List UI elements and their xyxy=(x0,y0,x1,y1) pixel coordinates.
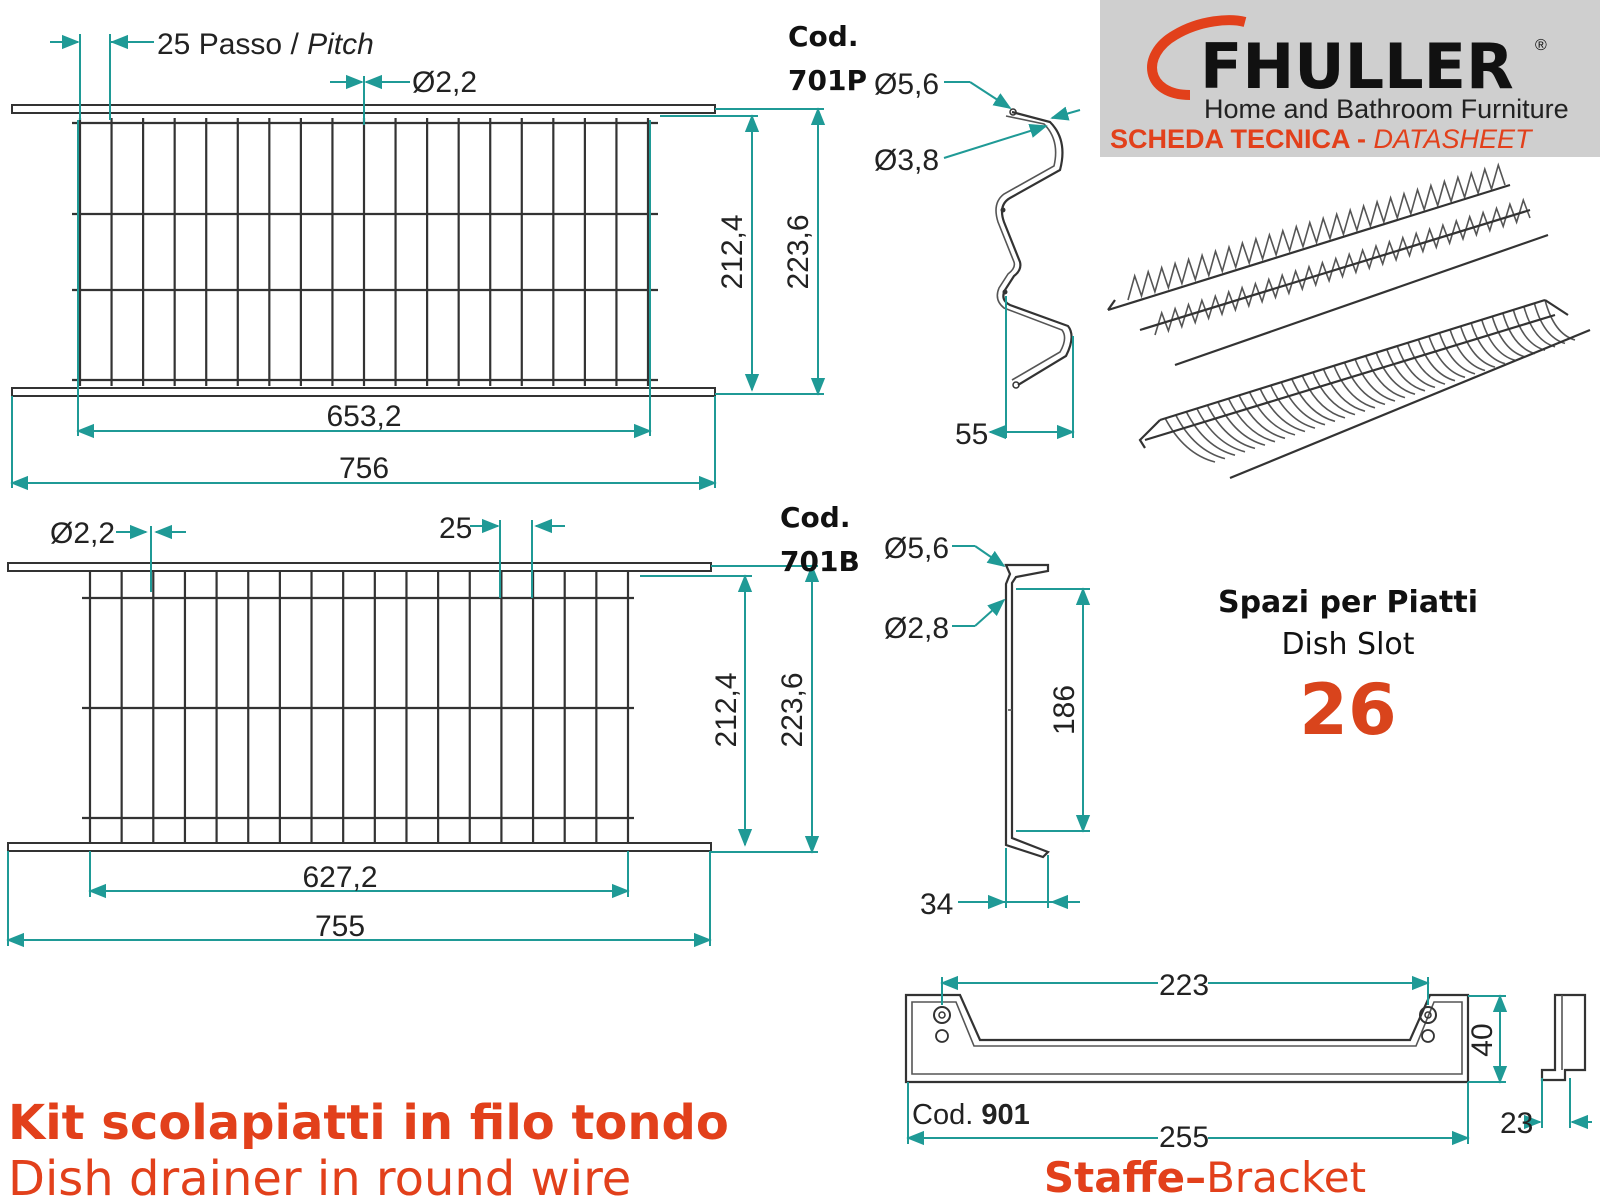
rack-701b-total-height: 223,6 xyxy=(776,672,809,747)
product-title-italian: Kit scolapiatti in filo tondo xyxy=(8,1095,729,1151)
dish-slots-value: 26 xyxy=(1299,669,1396,751)
iso-tray-slat xyxy=(1269,384,1316,429)
rack-701b-code: 701B xyxy=(780,545,860,578)
iso-tray-slat xyxy=(1164,417,1216,463)
bracket-title: Staffe–Bracket xyxy=(1044,1153,1366,1200)
iso-tray-slat xyxy=(1217,401,1266,446)
rack-701p-inner-width: 653,2 xyxy=(326,400,401,433)
rack-701p-pitch: 25 Passo / Pitch xyxy=(157,28,374,61)
iso-tray-slat xyxy=(1206,404,1256,450)
profile-701b-inner-diameter: Ø2,8 xyxy=(884,612,949,645)
profile-701p-drawing: 55 Ø5,6 Ø3,8 xyxy=(874,68,1081,451)
rack-701b-pitch: 25 xyxy=(439,512,472,545)
rack-701p-inner-height: 212,4 xyxy=(716,214,749,289)
iso-tray-slat xyxy=(1428,335,1466,379)
product-title-english: Dish drainer in round wire xyxy=(8,1151,631,1200)
rack-701p-vertical-wires xyxy=(78,118,650,386)
dish-slots-subtitle: Dish Slot xyxy=(1281,627,1414,662)
iso-tray-slat xyxy=(1354,358,1396,402)
iso-plate-rack-back xyxy=(1154,197,1531,336)
iso-tray-slat xyxy=(1248,391,1296,436)
profile-701p-depth: 55 xyxy=(955,418,988,451)
rack-701b-code-label: Cod. xyxy=(780,501,850,534)
dish-slots-title: Spazi per Piatti xyxy=(1218,585,1478,620)
iso-tray-slat xyxy=(1227,397,1276,443)
iso-tray-slat xyxy=(1375,352,1416,395)
rack-701p-drawing: 653,2 756 212,4 223,6 25 Passo / Pitch Ø… xyxy=(10,20,867,491)
logo-wordmark: FHULLER xyxy=(1200,30,1514,103)
bracket-total-width: 255 xyxy=(1159,1121,1209,1154)
rack-701b-wire-diameter: Ø2,2 xyxy=(50,517,115,550)
iso-tray-slat xyxy=(1312,371,1356,416)
iso-tray-slat xyxy=(1407,342,1446,385)
profile-701p-outer-diameter: Ø5,6 xyxy=(874,68,939,101)
bracket-code: Cod. 901 xyxy=(912,1099,1030,1131)
iso-plate-rack-front xyxy=(1127,162,1506,301)
profile-701p-inner-diameter: Ø3,8 xyxy=(874,144,939,177)
profile-701b-depth: 34 xyxy=(920,888,953,921)
iso-tray-slat xyxy=(1238,394,1286,440)
bracket-depth: 23 xyxy=(1500,1107,1533,1140)
iso-tray-slat xyxy=(1459,325,1496,368)
iso-tray-slat xyxy=(1301,375,1346,419)
iso-tray-slat xyxy=(1185,411,1236,456)
iso-tray-slat xyxy=(1343,361,1386,406)
iso-tray-slat xyxy=(1502,312,1536,355)
rack-701b-bottom-rail xyxy=(7,842,712,852)
bracket-inner-width: 223 xyxy=(1159,969,1209,1002)
product-title-block: Kit scolapiatti in filo tondo Dish drain… xyxy=(8,1095,729,1200)
iso-tray-slat xyxy=(1364,355,1406,399)
iso-tray-slat xyxy=(1512,309,1546,351)
drainer-3d-illustration xyxy=(1107,162,1591,480)
rack-701p-total-height: 223,6 xyxy=(782,214,815,289)
datasheet-label: SCHEDA TECNICA - DATASHEET xyxy=(1110,124,1534,154)
rack-701p-bottom-rail xyxy=(11,387,716,397)
iso-tray-slat xyxy=(1417,339,1456,382)
profile-701b-outer-diameter: Ø5,6 xyxy=(884,532,949,565)
iso-tray-slat xyxy=(1174,414,1226,460)
logo-swoosh-icon xyxy=(1147,15,1247,100)
rack-701p-code-label: Cod. xyxy=(788,20,858,53)
iso-tray-slat xyxy=(1470,322,1506,365)
rack-701b-vertical-wires xyxy=(88,571,630,843)
iso-tray-slat xyxy=(1333,365,1376,409)
iso-tray-slat xyxy=(1280,381,1326,426)
iso-tray-slat xyxy=(1396,345,1436,389)
iso-tray-slat xyxy=(1480,319,1516,362)
rack-701b-inner-width: 627,2 xyxy=(302,861,377,894)
rack-701p-code: 701P xyxy=(788,64,867,97)
profile-701b-height: 186 xyxy=(1048,685,1081,735)
rack-701p-wire-diameter: Ø2,2 xyxy=(412,66,477,99)
rack-701b-top-rail xyxy=(7,562,712,572)
iso-tray-slat xyxy=(1290,378,1336,423)
rack-701p-total-width: 756 xyxy=(339,452,389,485)
profile-701b-drawing: 186 34 Ø5,6 Ø2,8 xyxy=(884,532,1091,921)
bracket-height: 40 xyxy=(1466,1023,1499,1056)
rack-701b-drawing: 627,2 755 212,4 223,6 Ø2,2 25 Cod. 701B xyxy=(6,501,860,948)
brand-logo: FHULLER ® Home and Bathroom Furniture SC… xyxy=(1100,0,1600,157)
iso-tray-slat xyxy=(1438,332,1476,375)
iso-tray-slat xyxy=(1385,348,1426,392)
iso-tray-slat xyxy=(1259,388,1306,433)
iso-tray-slat xyxy=(1322,368,1366,412)
iso-tray-slat xyxy=(1449,329,1486,372)
dish-slots-panel: Spazi per Piatti Dish Slot 26 xyxy=(1218,585,1478,751)
rack-701b-total-width: 755 xyxy=(315,910,365,943)
rack-701b-inner-height: 212,4 xyxy=(710,672,743,747)
iso-tray-slat xyxy=(1491,316,1526,358)
registered-mark: ® xyxy=(1535,37,1547,54)
bracket-901-drawing: 223 255 40 23 Cod. 901 Staffe–Bracket xyxy=(904,965,1592,1200)
logo-tagline: Home and Bathroom Furniture xyxy=(1204,94,1569,124)
iso-tray-slat xyxy=(1195,407,1246,453)
